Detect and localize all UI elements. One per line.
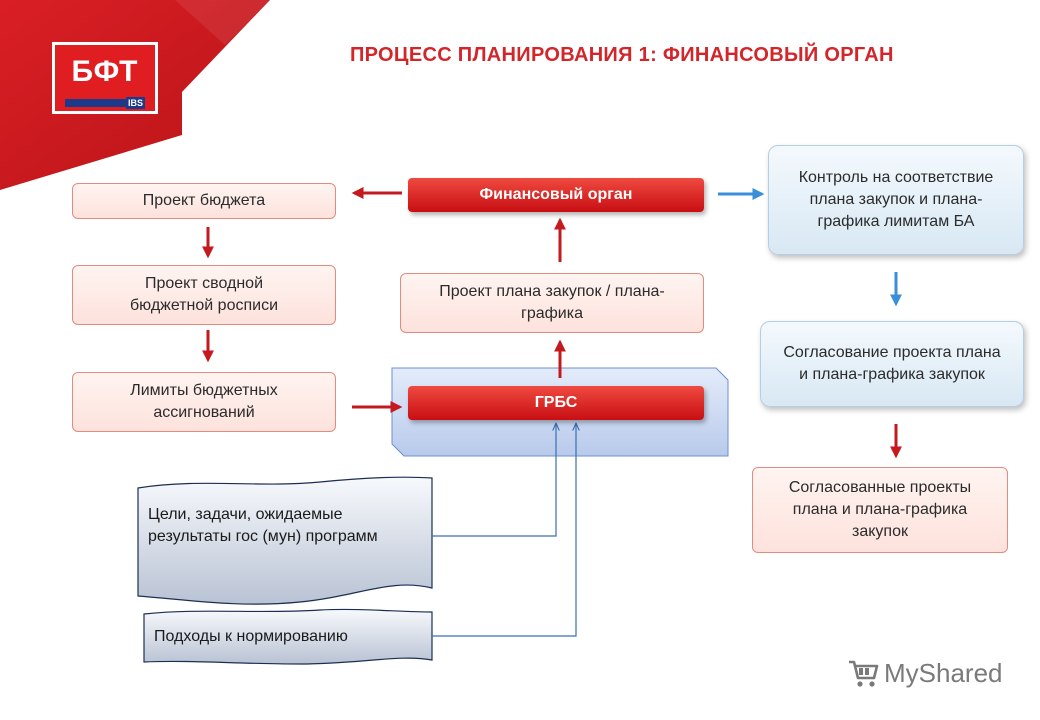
cart-icon <box>849 660 879 687</box>
fin-org-label: Финансовый орган <box>479 186 633 203</box>
procurement-draft-box: Проект плана закупок / плана-графика <box>400 273 704 333</box>
consolidated-list-box: Проект сводной бюджетной росписи <box>72 265 336 325</box>
watermark: MyShared <box>846 656 1003 690</box>
norms-doc-shape <box>143 608 433 665</box>
connector-norms-to-grbs <box>432 424 576 637</box>
budget-project-box: Проект бюджета <box>72 183 336 219</box>
limits-box: Лимиты бюджетных ассигнований <box>72 372 336 432</box>
grbs-box: ГРБС <box>408 386 704 420</box>
goals-doc-text: Цели, задачи, ожидаемые результаты гос (… <box>148 506 378 545</box>
control-box: Контроль на соответствие плана закупок и… <box>768 145 1024 255</box>
corner-shine <box>175 0 270 45</box>
budget-project-label: Проект бюджета <box>142 192 266 209</box>
limits-label: Лимиты бюджетных ассигнований <box>130 382 278 421</box>
connector-goals-to-grbs <box>432 424 556 537</box>
goals-doc-shape <box>137 476 433 605</box>
procurement-draft-label: Проект плана закупок / плана-графика <box>439 283 665 322</box>
consolidated-list-label: Проект сводной бюджетной росписи <box>130 275 278 314</box>
watermark-text: MyShared <box>884 657 1003 688</box>
norms-doc-text: Подходы к нормированию <box>154 628 348 645</box>
approval-label: Согласование проекта плана и плана-графи… <box>783 344 1001 383</box>
bft-logo: БФТ IBS <box>52 42 158 114</box>
approved-label: Согласованные проекты плана и плана-граф… <box>788 479 972 540</box>
logo-bar <box>65 99 145 107</box>
grbs-label: ГРБС <box>534 394 578 411</box>
fin-org-box: Финансовый орган <box>408 178 704 212</box>
approved-box: Согласованные проекты плана и плана-граф… <box>752 467 1008 553</box>
approval-box: Согласование проекта плана и плана-графи… <box>760 321 1024 407</box>
page-title: ПРОЦЕСС ПЛАНИРОВАНИЯ 1: ФИНАНСОВЫЙ ОРГАН <box>350 44 894 66</box>
logo-text: БФТ <box>71 55 139 88</box>
control-label: Контроль на соответствие плана закупок и… <box>798 169 994 230</box>
logo-sub-text: IBS <box>125 97 145 109</box>
